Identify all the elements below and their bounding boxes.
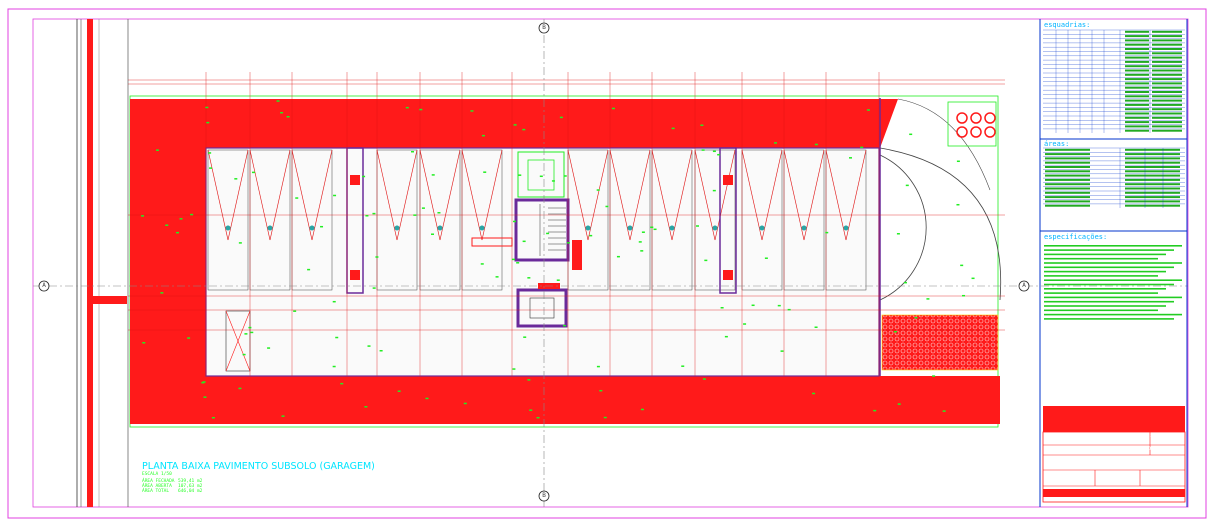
title-block-sheet: 5/8 <box>1150 434 1159 439</box>
left-boundary-lines <box>76 19 129 507</box>
garage-floor <box>205 147 880 377</box>
section-axes <box>33 19 1188 507</box>
curved-ramp <box>879 98 1002 376</box>
specs-section-title: especificações: <box>1044 233 1108 241</box>
axis-label-left: A <box>42 282 46 289</box>
dimension-marks <box>141 100 975 419</box>
columns <box>346 147 737 294</box>
axis-marker-right <box>1018 280 1030 292</box>
outer-sheet-border <box>7 8 1207 519</box>
title-block-date: OUTUBRO/2013 <box>1148 456 1181 461</box>
retaining-walls <box>130 99 1000 424</box>
openings-table <box>1043 29 1185 133</box>
title-block-header <box>1043 406 1185 432</box>
structural-grid <box>128 72 1005 376</box>
axis-label-bottom: B <box>542 492 546 499</box>
water-tanks <box>947 101 997 147</box>
parking-bays <box>207 149 867 291</box>
title-block-content: PLANTA BAIXA PAVIMENTO SUBSOLO <box>1075 447 1157 452</box>
paved-area <box>881 314 999 371</box>
openings-section-title: esquadrias: <box>1044 21 1091 29</box>
axis-marker-left <box>38 280 50 292</box>
areas-section-title: áreas: <box>1044 140 1070 148</box>
inner-sheet-border <box>32 18 1189 508</box>
side-panel <box>1039 19 1188 507</box>
axis-label-right: A <box>1022 282 1026 289</box>
drawing-title: PLANTA BAIXA PAVIMENTO SUBSOLO (GARAGEM) <box>142 461 375 472</box>
axis-label-top: B <box>542 24 546 31</box>
specs-text <box>1044 245 1182 320</box>
title-block-scale: 1 : 50 <box>1150 447 1167 452</box>
axis-marker-top <box>538 22 550 34</box>
drawing-scale: ESCALA 1/50 <box>142 472 172 477</box>
areas-table <box>1043 147 1185 208</box>
axis-marker-bottom <box>538 490 550 502</box>
